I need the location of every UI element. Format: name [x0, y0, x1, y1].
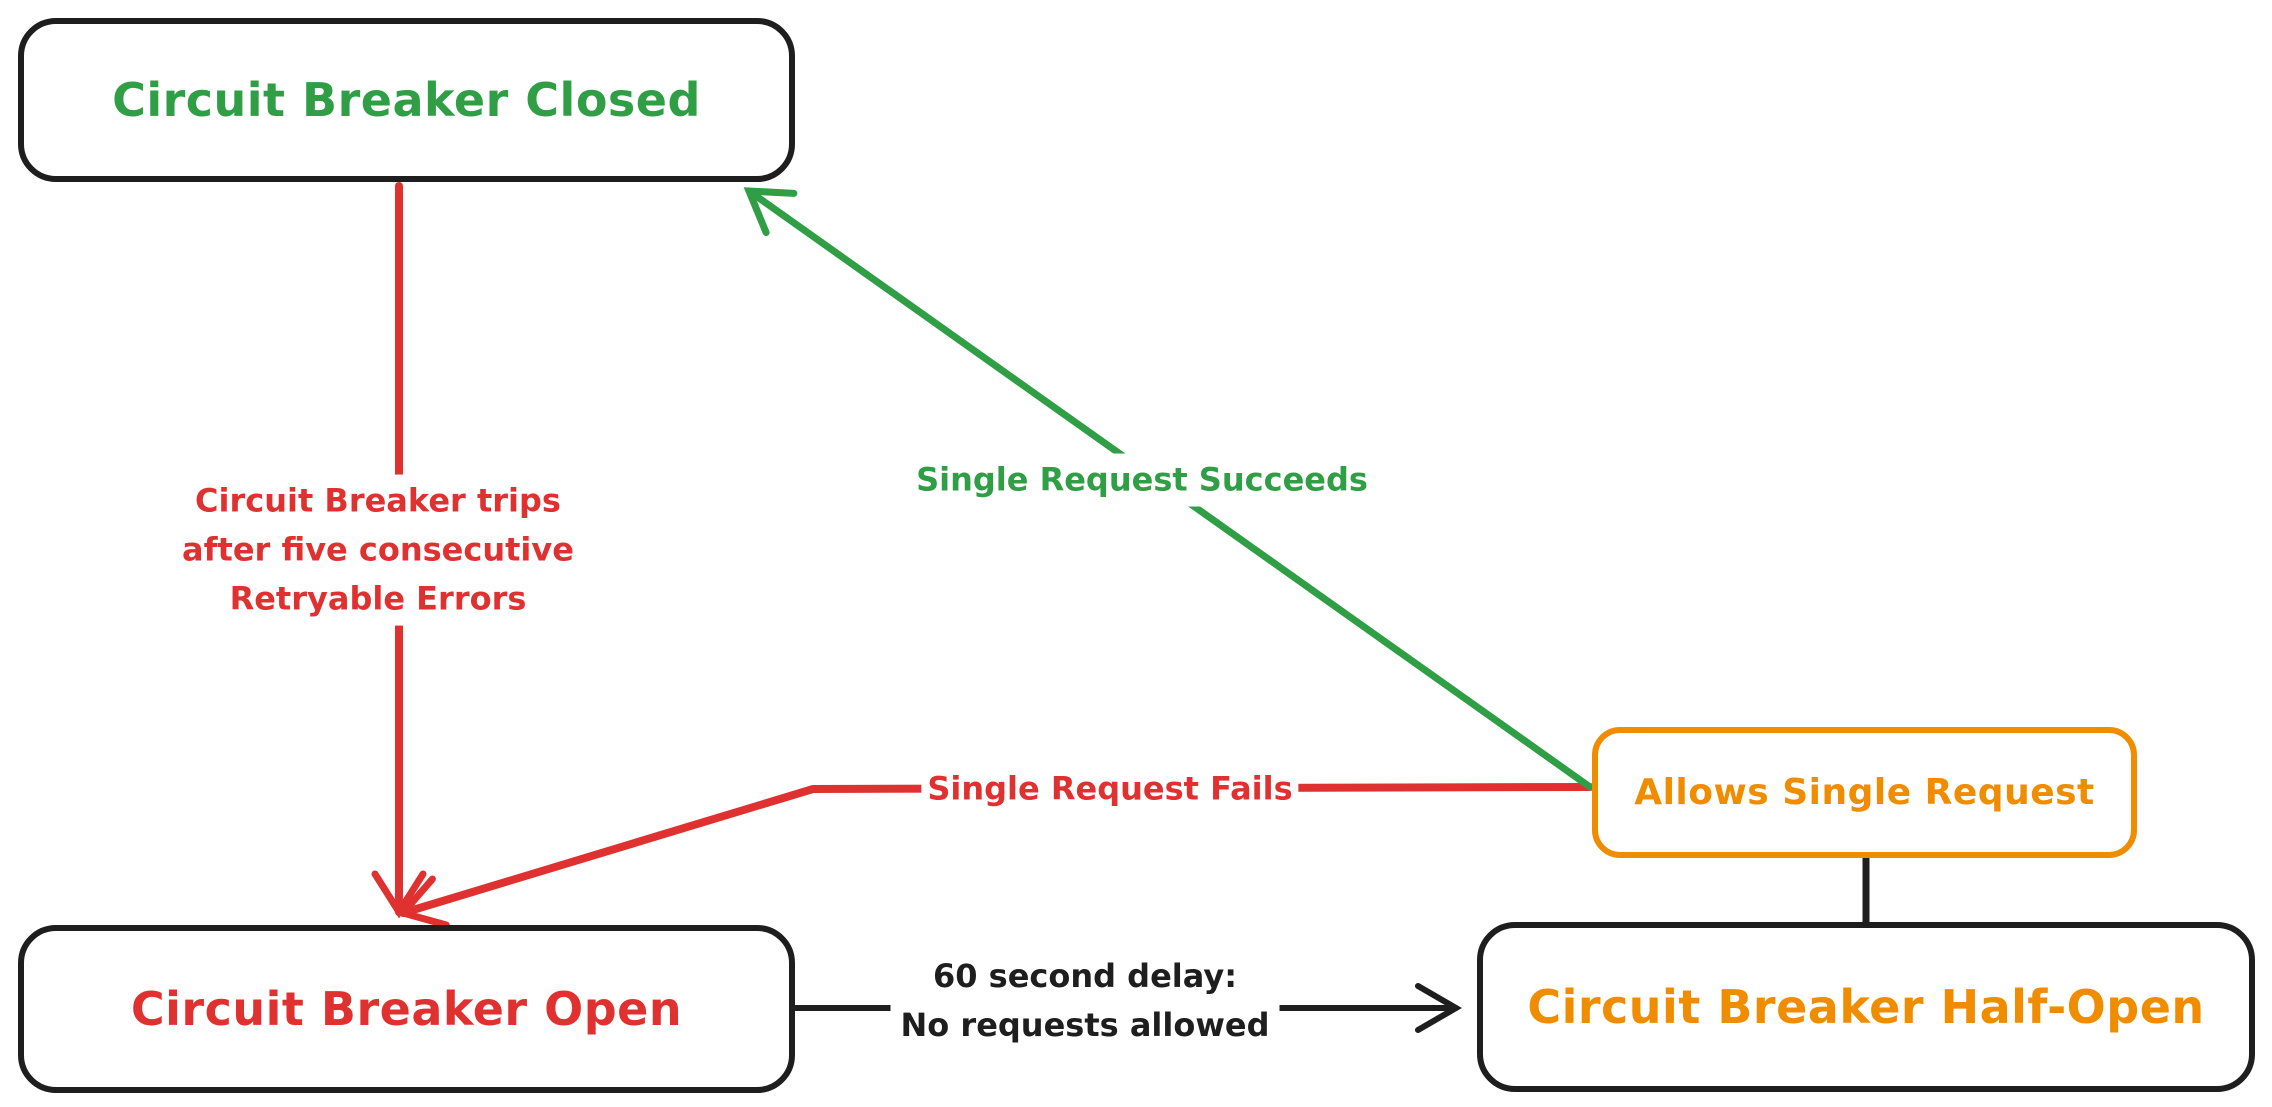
- edge-label-delay-line1: 60 second delay:: [932, 957, 1238, 996]
- node-circuit-breaker-closed-label: Circuit Breaker Closed: [112, 73, 701, 127]
- edge-label-delay: 60 second delay: No requests allowed: [890, 950, 1280, 1052]
- edge-label-trips: Circuit Breaker trips after five consecu…: [172, 474, 584, 626]
- node-circuit-breaker-open: Circuit Breaker Open: [18, 925, 795, 1093]
- edge-fails-line: [396, 783, 1594, 929]
- node-circuit-breaker-open-label: Circuit Breaker Open: [130, 982, 683, 1036]
- node-circuit-breaker-closed: Circuit Breaker Closed: [18, 18, 795, 182]
- edge-label-succeeds: Single Request Succeeds: [906, 453, 1378, 507]
- edge-label-delay-line2: No requests allowed: [900, 1006, 1270, 1044]
- edge-label-fails: Single Request Fails: [921, 762, 1299, 816]
- node-allows-single-request: Allows Single Request: [1592, 727, 2137, 858]
- node-circuit-breaker-half-open-label: Circuit Breaker Half-Open: [1527, 980, 2205, 1034]
- edge-label-trips-line2: after five consecutive: [182, 530, 574, 569]
- node-circuit-breaker-half-open: Circuit Breaker Half-Open: [1477, 922, 2255, 1092]
- edge-label-trips-line3: Retryable Errors: [229, 579, 527, 618]
- edge-label-trips-line1: Circuit Breaker trips: [195, 481, 561, 520]
- node-allows-single-request-label: Allows Single Request: [1634, 772, 2095, 813]
